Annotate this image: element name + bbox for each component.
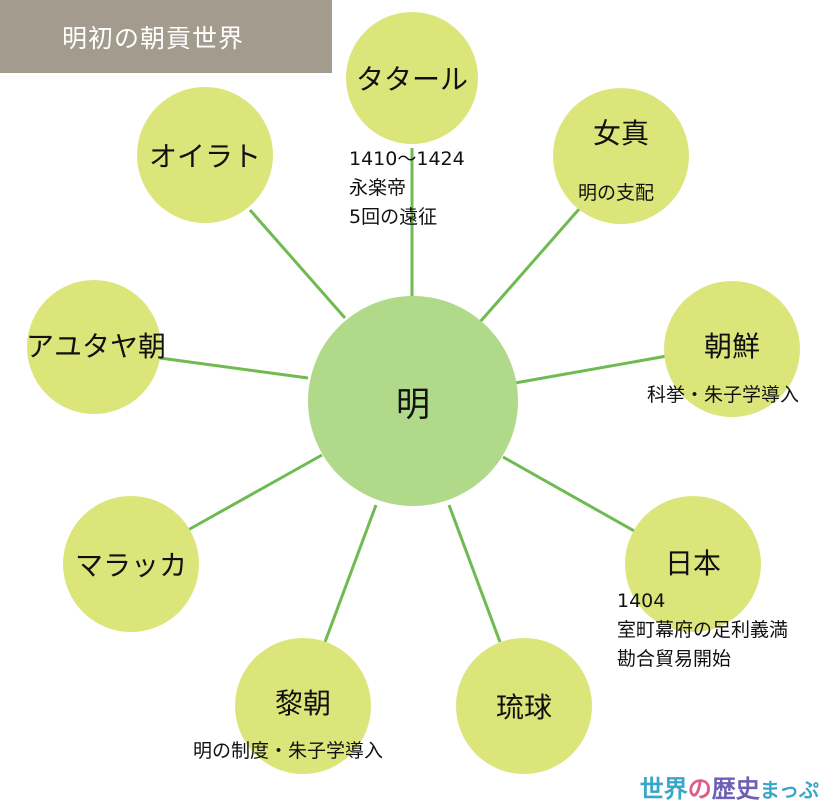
note-tatar-line1: 1410～1424: [349, 148, 465, 170]
logo-part3: 歴史: [711, 775, 760, 803]
note-tatar: 1410～1424 永楽帝 5回の遠征: [349, 145, 465, 232]
note-tatar-line2: 永楽帝: [349, 177, 407, 199]
node-le-label: 黎朝: [274, 687, 331, 720]
node-ming-label: 明: [396, 384, 430, 425]
node-ayutthaya-label: アユタヤ朝: [26, 330, 167, 363]
line-joseon: [514, 354, 668, 385]
node-tatar-label: タタール: [355, 63, 468, 96]
note-japan-line3: 勘合貿易開始: [617, 648, 732, 670]
node-le: 黎朝: [235, 638, 371, 774]
note-joseon: 科挙・朱子学導入: [647, 384, 800, 406]
line-ayutthaya: [159, 356, 309, 380]
note-le: 明の制度・朱子学導入: [193, 740, 384, 762]
node-malacca: マラッカ: [63, 496, 199, 632]
node-japan: 日本: [625, 496, 761, 632]
logo-part4: まっぷ: [759, 778, 819, 802]
node-oirat-label: オイラト: [148, 140, 261, 173]
line-japan: [502, 455, 637, 534]
node-jurchen-label: 女真: [592, 117, 649, 150]
logo-part2: の: [687, 775, 712, 803]
logo-part1: 世界: [639, 775, 688, 803]
note-jurchen: 明の支配: [578, 182, 655, 204]
node-joseon-label: 朝鮮: [703, 330, 760, 363]
diagram-title: 明初の朝貢世界: [62, 23, 245, 53]
note-japan-line2: 室町幕府の足利義満: [617, 619, 789, 641]
node-oirat: オイラト: [137, 87, 273, 223]
node-japan-label: 日本: [664, 547, 721, 580]
line-oirat: [248, 209, 347, 319]
node-tatar: タタール: [346, 12, 478, 144]
node-ming: 明: [308, 296, 518, 506]
line-malacca: [187, 453, 323, 532]
node-ryukyu-label: 琉球: [495, 691, 552, 724]
node-malacca-label: マラッカ: [74, 549, 187, 582]
node-ryukyu: 琉球: [456, 638, 592, 774]
note-tatar-line3: 5回の遠征: [349, 206, 438, 228]
title-banner: 明初の朝貢世界: [0, 0, 332, 73]
line-le: [323, 504, 378, 643]
site-logo: 世界の歴史まっぷ: [640, 769, 819, 804]
note-japan-line1: 1404: [617, 590, 666, 612]
node-jurchen: 女真: [553, 88, 689, 224]
note-japan: 1404 室町幕府の足利義満 勘合貿易開始: [617, 587, 788, 674]
node-joseon: 朝鮮: [664, 281, 800, 417]
node-ayutthaya: アユタヤ朝: [26, 280, 166, 414]
line-ryukyu: [447, 504, 502, 643]
line-jurchen: [478, 207, 582, 323]
